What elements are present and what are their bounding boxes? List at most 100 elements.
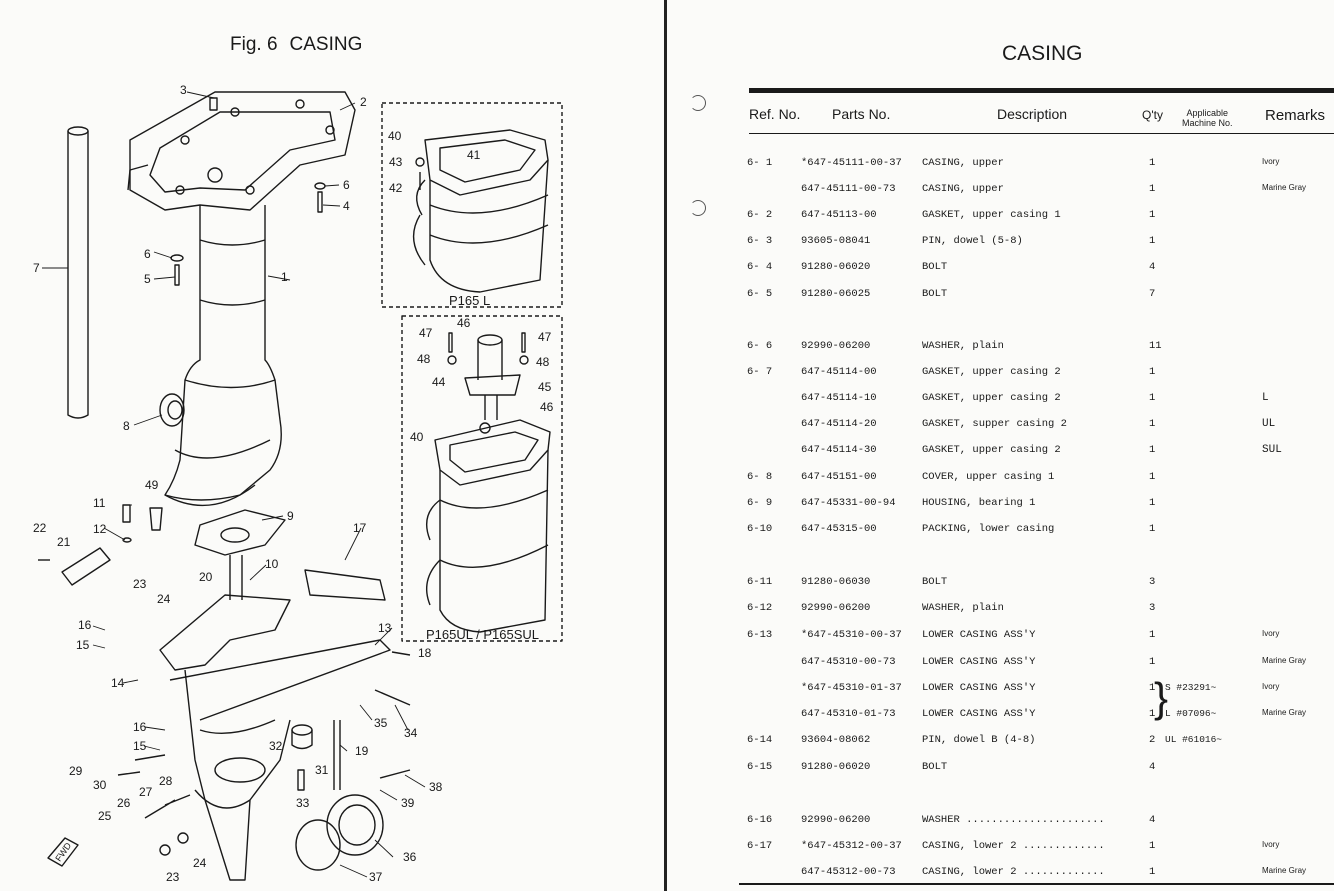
callout-22: 22 xyxy=(33,521,47,535)
description-cell: GASKET, upper casing 2 xyxy=(922,444,1061,456)
p165l-caption: P165 L xyxy=(449,293,491,308)
col-applicable-header: Applicable Machine No. xyxy=(1182,108,1233,128)
header-rule-top xyxy=(749,88,1334,93)
callout-17: 17 xyxy=(353,521,367,535)
callout-29: 29 xyxy=(69,764,83,778)
machine-no-brace: } xyxy=(1154,674,1169,721)
qty-cell: 1 xyxy=(1149,235,1156,247)
col-qty-header: Q'ty xyxy=(1142,108,1163,122)
callout-40b: 40 xyxy=(410,430,424,444)
page-divider xyxy=(664,0,667,891)
header-rule-bottom xyxy=(749,133,1334,134)
callout-24b: 24 xyxy=(193,856,207,870)
callout-47b: 47 xyxy=(538,330,552,344)
callout-39: 39 xyxy=(401,796,415,810)
part-number-cell: 647-45113-00 xyxy=(801,209,877,221)
callout-10: 10 xyxy=(265,557,279,571)
col-ref-header: Ref. No. xyxy=(749,106,801,122)
qty-cell: 1 xyxy=(1149,523,1156,535)
ref-cell: 6-12 xyxy=(747,602,773,614)
part-number-cell: 647-45315-00 xyxy=(801,523,877,535)
callout-49: 49 xyxy=(145,478,159,492)
qty-cell: 1 xyxy=(1149,840,1156,852)
part-number-cell: 647-45114-30 xyxy=(801,444,877,456)
figure-number: Fig. 6 xyxy=(230,34,278,55)
callout-9: 9 xyxy=(287,509,294,523)
callout-19: 19 xyxy=(355,744,369,758)
p165ul-box xyxy=(401,315,563,642)
callout-24: 24 xyxy=(157,592,171,606)
description-cell: PACKING, lower casing xyxy=(922,523,1055,535)
description-cell: LOWER CASING ASS'Y xyxy=(922,656,1036,668)
description-cell: HOUSING, bearing 1 xyxy=(922,497,1036,509)
part-number-cell: *647-45310-01-37 xyxy=(801,682,902,694)
remarks-cell: Ivory xyxy=(1262,157,1280,166)
qty-cell: 1 xyxy=(1149,157,1156,169)
callout-6: 6 xyxy=(343,178,350,192)
qty-cell: 2 xyxy=(1149,734,1156,746)
callout-44: 44 xyxy=(432,375,446,389)
callout-15b: 15 xyxy=(133,739,147,753)
part-number-cell: 92990-06200 xyxy=(801,602,871,614)
callout-8: 8 xyxy=(123,419,130,433)
parts-list-page: CASING Ref. No. Parts No. Description Q'… xyxy=(667,0,1334,891)
callout-36: 36 xyxy=(403,850,417,864)
leader-lines xyxy=(42,91,426,878)
part-number-cell: *647-45111-00-37 xyxy=(801,157,902,169)
description-cell: GASKET, upper casing 1 xyxy=(922,209,1061,221)
callout-48: 48 xyxy=(417,352,431,366)
qty-cell: 1 xyxy=(1149,183,1156,195)
qty-cell: 3 xyxy=(1149,602,1156,614)
remarks-cell: SUL xyxy=(1262,444,1282,456)
punch-hole xyxy=(690,200,706,216)
upper-casing-l xyxy=(412,129,549,293)
remarks-cell: UL xyxy=(1262,418,1276,430)
p165ul-caption: P165UL / P165SUL xyxy=(426,627,539,642)
part-number-cell: 647-45114-20 xyxy=(801,418,877,430)
part-number-cell: *647-45310-00-37 xyxy=(801,629,902,641)
callout-26: 26 xyxy=(117,796,131,810)
col-parts-header: Parts No. xyxy=(832,106,891,122)
steering-arm xyxy=(304,569,386,601)
part-number-cell: 647-45114-00 xyxy=(801,366,877,378)
callout-30: 30 xyxy=(93,778,107,792)
qty-cell: 1 xyxy=(1149,629,1156,641)
figure-name: CASING xyxy=(289,34,363,55)
callout-2: 2 xyxy=(360,95,367,109)
part-number-cell: 92990-06200 xyxy=(801,340,871,352)
qty-cell: 11 xyxy=(1149,340,1162,352)
qty-cell: 7 xyxy=(1149,288,1156,300)
description-cell: BOLT xyxy=(922,761,948,773)
bearing-housing xyxy=(194,509,286,600)
part-number-cell: 647-45114-10 xyxy=(801,392,877,404)
callout-20: 20 xyxy=(199,570,213,584)
callout-6b: 6 xyxy=(144,247,151,261)
part-number-cell: 647-45310-00-73 xyxy=(801,656,896,668)
grommet xyxy=(159,393,185,427)
ref-cell: 6-16 xyxy=(747,814,773,826)
callout-34: 34 xyxy=(404,726,418,740)
qty-cell: 1 xyxy=(1149,866,1156,878)
applicable-cell: L #07096~ xyxy=(1165,708,1217,719)
ref-cell: 6-10 xyxy=(747,523,773,535)
figure-title: Fig. 6 CASING xyxy=(230,34,374,56)
part-number-cell: 93604-08062 xyxy=(801,734,871,746)
callout-21: 21 xyxy=(57,535,71,549)
callout-12: 12 xyxy=(93,522,107,536)
qty-cell: 1 xyxy=(1149,444,1156,456)
callout-45: 45 xyxy=(538,380,552,394)
ref-cell: 6- 8 xyxy=(747,471,773,483)
qty-cell: 1 xyxy=(1149,471,1156,483)
callout-46: 46 xyxy=(457,316,471,330)
callout-7: 7 xyxy=(33,261,40,275)
